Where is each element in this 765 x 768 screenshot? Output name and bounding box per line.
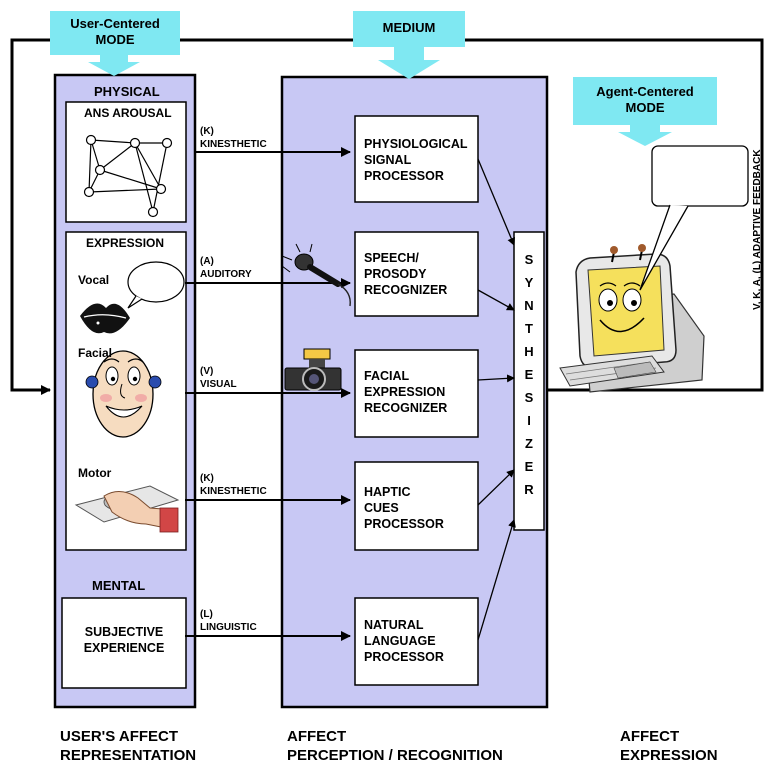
channel-code-4: (K): [200, 473, 214, 484]
agent-speech-bubble: [639, 145, 749, 291]
column-title-perception: AFFECT PERCEPTION / RECOGNITION: [287, 728, 503, 764]
channel-code-3: (V): [200, 366, 214, 377]
speech-bubble-icon: [127, 261, 185, 309]
agent-centered-mode-banner: [573, 77, 717, 146]
processor-label-speech: SPEECH/ PROSODY RECOGNIZER: [364, 251, 448, 297]
arrow-nlp-to-synth: [477, 519, 516, 641]
channel-name-4: KINESTHETIC: [200, 486, 267, 497]
camera-icon: [284, 348, 342, 391]
processor-box-facial: [354, 349, 479, 438]
arrow-speech-to-synth: [477, 289, 515, 311]
processor-label-haptic: HAPTIC CUES PROCESSOR: [364, 485, 444, 531]
synth-letter: E: [524, 459, 534, 474]
processor-label-physiological: PHYSIOLOGICAL SIGNAL PROCESSOR: [364, 137, 468, 183]
synth-letter: H: [524, 344, 534, 359]
processor-box-speech: [354, 231, 479, 317]
synth-letter: T: [525, 321, 533, 336]
vocal-label: Vocal: [78, 273, 110, 287]
cartoon-face-icon: [85, 350, 162, 438]
channel-code-1: (K): [200, 126, 214, 137]
arrow-haptic-to-synth: [477, 469, 515, 506]
user-centered-mode-banner: [50, 11, 180, 76]
channel-name-3: VISUAL: [200, 379, 237, 390]
arrow-facial-to-synth: [477, 374, 515, 383]
medium-banner: [353, 11, 465, 79]
mental-heading: MENTAL: [92, 578, 146, 593]
mouse-hand-icon: [74, 485, 180, 533]
column-title-expression: AFFECT EXPRESSION: [620, 728, 718, 764]
microphone-icon: [281, 243, 351, 307]
motor-label: Motor: [78, 466, 112, 480]
synthesizer-box: [513, 231, 545, 531]
synth-letter: R: [524, 482, 534, 497]
synth-letter: E: [524, 367, 534, 382]
agent-centered-mode-label: Agent-Centered MODE: [596, 84, 694, 115]
processor-box-physiological: [354, 115, 479, 203]
channel-code-5: (L): [200, 609, 213, 620]
processor-box-nlp: [354, 597, 479, 686]
subjective-experience-box: [61, 597, 187, 689]
synth-letter: N: [524, 298, 534, 313]
channel-name-1: KINESTHETIC: [200, 139, 267, 150]
synth-letter: Y: [524, 275, 534, 290]
channel-name-5: LINGUISTIC: [200, 622, 257, 633]
processor-label-facial: FACIAL EXPRESSION RECOGNIZER: [364, 369, 448, 415]
physical-heading: PHYSICAL: [94, 84, 160, 99]
computer-agent-icon: [559, 244, 705, 393]
synth-letter: S: [524, 252, 534, 267]
processor-box-haptic: [354, 461, 479, 551]
facial-label: Facial: [78, 346, 113, 360]
channel-name-2: AUDITORY: [200, 269, 252, 280]
column-title-user: USER'S AFFECT REPRESENTATION: [60, 728, 197, 764]
user-centered-mode-label: User-Centered MODE: [70, 16, 160, 47]
channel-code-2: (A): [200, 256, 214, 267]
synth-letter: S: [524, 390, 534, 405]
ans-arousal-label: ANS AROUSAL: [84, 106, 172, 120]
subjective-experience-label: SUBJECTIVE EXPERIENCE: [83, 625, 165, 655]
expression-heading: EXPRESSION: [86, 236, 165, 250]
synth-letter: Z: [525, 436, 533, 451]
adaptive-feedback-label: V, K, A, (L) ADAPTIVE FEEDBACK: [752, 149, 763, 310]
medium-label: MEDIUM: [382, 20, 436, 35]
ans-arousal-box: [65, 101, 187, 223]
lips-icon: [80, 303, 130, 334]
ans-network-icon: [83, 134, 173, 218]
synth-letter: I: [527, 413, 531, 428]
processor-label-nlp: NATURAL LANGUAGE PROCESSOR: [364, 618, 444, 664]
arrow-physio-to-synth: [477, 158, 515, 246]
